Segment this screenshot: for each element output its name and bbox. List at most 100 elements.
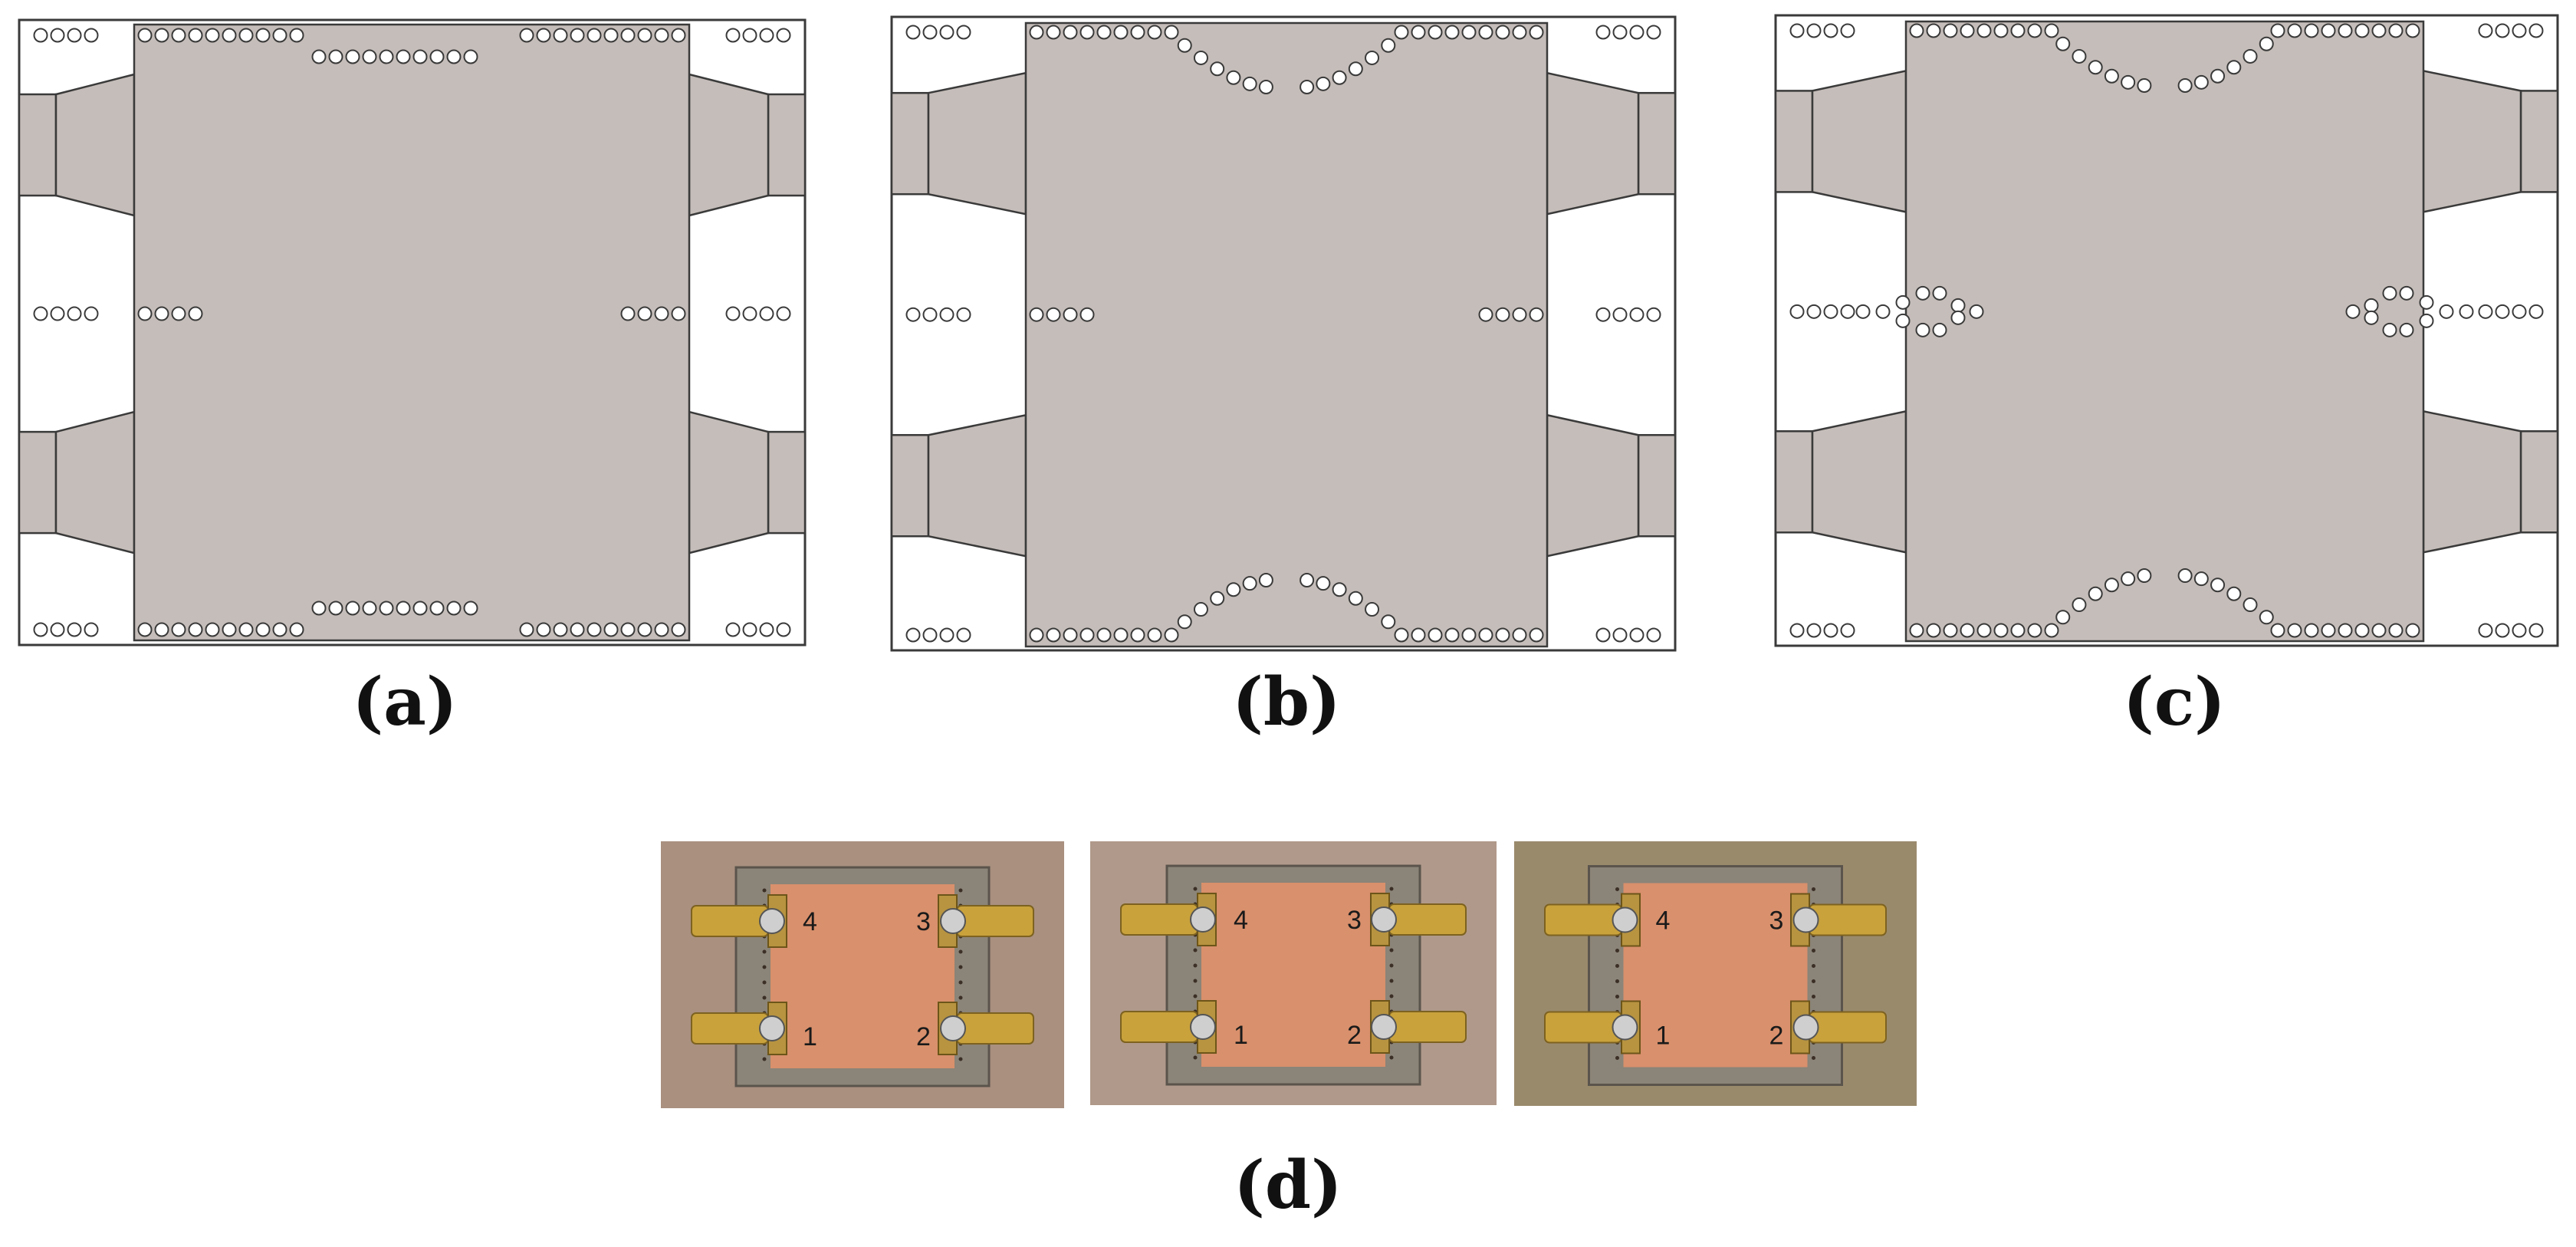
- via-hole: [2072, 48, 2087, 64]
- photo-via: [958, 949, 963, 954]
- feed-line-right-1: [767, 93, 807, 197]
- via-hole: [1950, 310, 1966, 325]
- via-hole: [637, 622, 652, 637]
- feed-line-right-1: [1637, 91, 1677, 196]
- via-hole: [222, 622, 237, 637]
- photo-via: [1812, 995, 1815, 999]
- photo-copper: [770, 884, 955, 1068]
- via-hole: [1210, 61, 1225, 77]
- via-hole: [2439, 304, 2454, 319]
- via-hole: [1242, 576, 1257, 591]
- via-hole: [2010, 623, 2026, 638]
- via-hole: [1840, 23, 1855, 38]
- via-hole: [1926, 623, 1941, 638]
- via-hole: [637, 306, 652, 321]
- via-hole: [1210, 591, 1225, 606]
- via-hole: [2364, 310, 2379, 325]
- photo-via: [1389, 994, 1394, 999]
- via-hole: [671, 622, 686, 637]
- via-hole: [1595, 627, 1611, 643]
- via-hole: [33, 28, 48, 43]
- via-hole: [1969, 304, 1984, 319]
- via-hole: [1646, 627, 1661, 643]
- via-hole: [654, 28, 669, 43]
- via-hole: [311, 49, 327, 64]
- layout-panel-c: [1774, 14, 2559, 647]
- via-hole: [2419, 313, 2434, 328]
- panel-label-b: (b): [1232, 663, 1341, 741]
- feed-line-left-1: [18, 93, 58, 197]
- taper-right-1: [2422, 69, 2522, 213]
- via-hole: [776, 28, 791, 43]
- via-hole: [759, 622, 774, 637]
- via-hole: [67, 28, 82, 43]
- sma-connector: [1388, 903, 1467, 936]
- via-hole: [2321, 623, 2336, 638]
- via-hole: [2177, 77, 2193, 93]
- taper-left-2: [927, 413, 1027, 558]
- taper-left-1: [1811, 69, 1907, 213]
- via-hole: [50, 28, 65, 43]
- via-hole: [328, 600, 343, 616]
- photo-via: [1812, 979, 1815, 983]
- via-hole: [2177, 568, 2193, 584]
- via-hole: [2055, 610, 2071, 625]
- via-hole: [311, 600, 327, 616]
- via-hole: [2210, 68, 2226, 84]
- via-hole: [2072, 597, 2087, 613]
- via-hole: [1993, 623, 2009, 638]
- via-hole: [1495, 307, 1510, 322]
- port-number-4: 4: [1656, 906, 1671, 936]
- via-hole: [1629, 627, 1644, 643]
- via-hole: [2382, 285, 2397, 301]
- via-hole: [2044, 23, 2059, 38]
- via-hole: [1915, 322, 1930, 337]
- via-hole: [536, 622, 551, 637]
- solder-joint: [1792, 906, 1819, 933]
- port-number-4: 4: [803, 907, 817, 936]
- photo-via: [762, 980, 767, 985]
- via-hole: [429, 49, 445, 64]
- via-hole: [2528, 304, 2544, 319]
- port-number-1: 1: [803, 1022, 817, 1051]
- via-hole: [939, 627, 955, 643]
- via-hole: [2338, 623, 2353, 638]
- via-hole: [1529, 25, 1544, 40]
- via-hole: [922, 627, 938, 643]
- via-hole: [379, 600, 394, 616]
- via-hole: [188, 28, 203, 43]
- photo-via: [1389, 948, 1394, 953]
- via-hole: [345, 600, 360, 616]
- via-hole: [1612, 627, 1628, 643]
- photo-via: [762, 888, 767, 893]
- photo-via: [1812, 964, 1815, 968]
- via-hole: [2270, 23, 2285, 38]
- via-hole: [1164, 627, 1179, 643]
- via-hole: [905, 307, 921, 322]
- via-hole: [2137, 77, 2152, 93]
- via-hole: [759, 28, 774, 43]
- sma-connector: [1544, 1011, 1622, 1044]
- via-hole: [570, 622, 585, 637]
- via-hole: [2226, 60, 2242, 75]
- via-hole: [1096, 25, 1112, 40]
- via-hole: [1960, 623, 1975, 638]
- via-hole: [412, 49, 428, 64]
- solder-joint: [1792, 1014, 1819, 1041]
- port-number-2: 2: [1347, 1021, 1362, 1050]
- via-hole: [2512, 304, 2527, 319]
- via-hole: [2242, 597, 2258, 613]
- via-hole: [2210, 577, 2226, 593]
- photo-via: [958, 1057, 963, 1061]
- via-hole: [654, 306, 669, 321]
- via-hole: [2478, 304, 2493, 319]
- photo-via: [958, 980, 963, 985]
- via-hole: [905, 25, 921, 40]
- via-hole: [725, 306, 741, 321]
- photo-via: [762, 995, 767, 1000]
- via-hole: [2459, 304, 2474, 319]
- via-hole: [2044, 623, 2059, 638]
- via-hole: [1789, 304, 1805, 319]
- via-hole: [1823, 23, 1838, 38]
